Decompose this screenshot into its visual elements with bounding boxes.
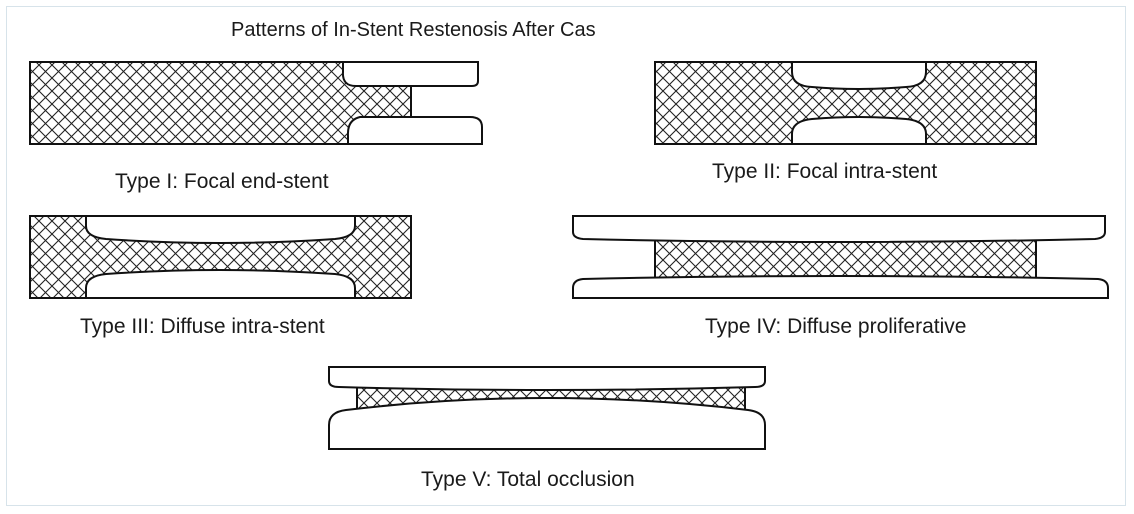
type-3-lower-lumen <box>85 269 356 299</box>
type-2-lower-lumen <box>791 116 927 145</box>
type-5-total-occlusion: Type V: Total occlusion <box>328 366 766 491</box>
diagram-title: Patterns of In-Stent Restenosis After Ca… <box>231 19 596 41</box>
type-1-upper-lumen <box>341 61 479 87</box>
type-2-focal-intra-stent: Type II: Focal intra-stent <box>654 61 1037 183</box>
type-3-diffuse-intra-stent: Type III: Diffuse intra-stent <box>29 215 412 338</box>
type-5-label: Type V: Total occlusion <box>421 468 635 491</box>
type-5-lower-lumen <box>328 397 766 450</box>
type-1-focal-end-stent: Type I: Focal end-stent <box>29 61 483 193</box>
type-3-upper-lumen <box>85 215 356 244</box>
type-4-label: Type IV: Diffuse proliferative <box>705 315 966 338</box>
figure-frame <box>6 6 1126 506</box>
type-2-label: Type II: Focal intra-stent <box>712 160 937 183</box>
type-1-lower-lumen <box>346 116 483 145</box>
type-4-lower-lumen <box>572 275 1109 299</box>
type-1-label: Type I: Focal end-stent <box>115 170 329 193</box>
type-2-upper-lumen <box>791 61 927 90</box>
type-3-label: Type III: Diffuse intra-stent <box>80 315 325 338</box>
type-4-diffuse-proliferative: Type IV: Diffuse proliferative <box>572 215 1109 338</box>
type-5-upper-lumen <box>328 366 766 391</box>
type-4-upper-lumen <box>572 215 1106 243</box>
